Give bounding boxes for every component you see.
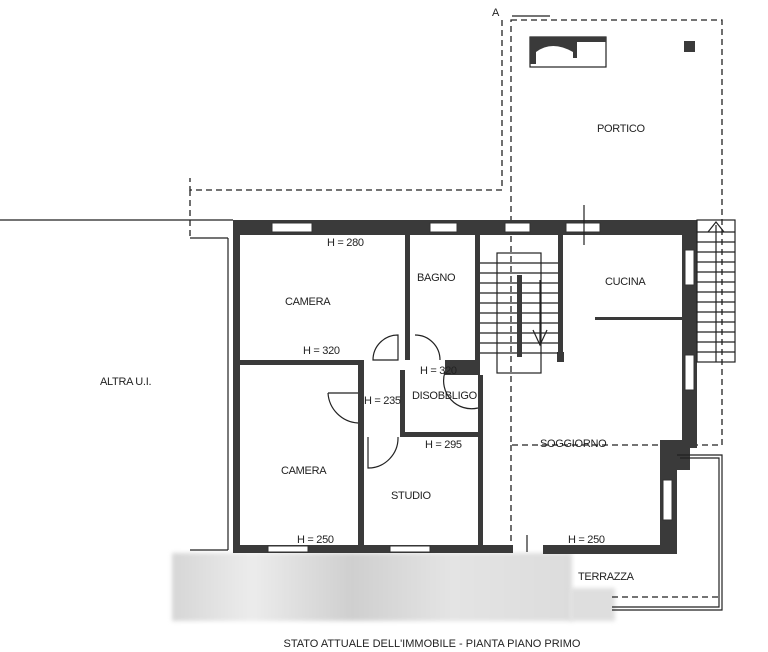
height-soggiorno: H = 250 [568, 534, 605, 546]
room-label-camera-bottom: CAMERA [281, 465, 327, 477]
room-label-bagno: BAGNO [417, 272, 456, 284]
height-camera-top-b: H = 320 [303, 345, 340, 357]
plan-caption: STATO ATTUALE DELL'IMMOBILE - PIANTA PIA… [284, 638, 581, 650]
height-camera-top-a: H = 280 [327, 237, 364, 249]
room-label-cucina: CUCINA [605, 276, 646, 288]
height-bagno: H = 320 [420, 365, 457, 377]
interior-stairs [480, 252, 558, 374]
room-label-terrazza: TERRAZZA [578, 571, 635, 583]
room-label-disobbligo: DISOBBLIGO [412, 390, 478, 402]
height-camera-bottom: H = 250 [297, 534, 334, 546]
blurred-region-lower [570, 588, 615, 621]
room-label-altra: ALTRA U.I. [100, 376, 151, 388]
pillar [684, 41, 695, 52]
section-marker: A [492, 7, 500, 19]
windows [267, 222, 695, 553]
height-corridor: H = 235 [364, 395, 401, 407]
room-label-soggiorno: SOGGIORNO [540, 438, 607, 450]
dashed-outlines [189, 19, 723, 598]
room-label-studio: STUDIO [391, 490, 432, 502]
walls [233, 220, 697, 554]
doors [327, 334, 479, 469]
height-studio: H = 295 [425, 439, 462, 451]
room-label-camera-top: CAMERA [285, 296, 331, 308]
blurred-region [172, 553, 572, 621]
exterior-stairs [696, 219, 736, 363]
fireplace [529, 36, 607, 68]
room-label-portico: PORTICO [597, 123, 646, 135]
